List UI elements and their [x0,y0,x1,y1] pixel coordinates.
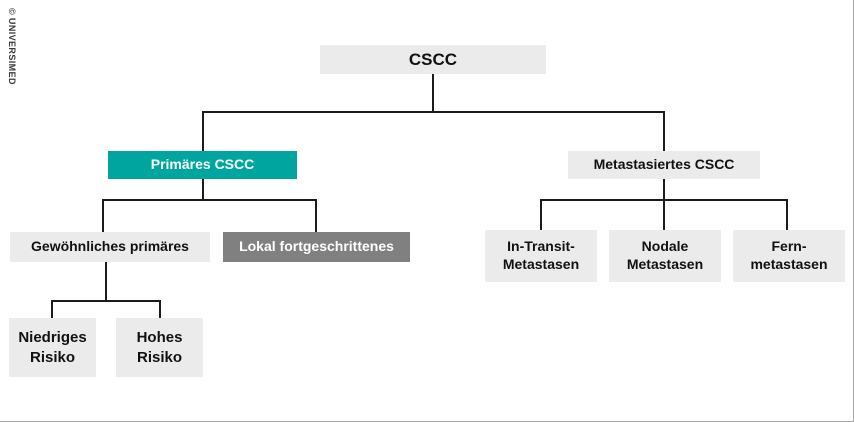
node-niedriges-risiko[interactable]: Niedriges Risiko [9,318,96,377]
node-cscc[interactable]: CSCC [320,45,546,74]
connector-metastasiertes-stem [663,178,665,200]
node-cscc-label: CSCC [408,49,458,69]
connector-to-niedriges-risiko [51,300,53,319]
connector-primaeres-bus [102,199,317,201]
connector-to-fern [786,199,788,232]
connector-to-gewoehnliches [102,199,104,232]
node-nodale-metastasen-line2: Metastasen [626,256,704,272]
node-primaeres-cscc[interactable]: Primäres CSCC [108,151,297,179]
connector-to-hohes-risiko [159,300,161,319]
node-lokal-fortgeschrittenes-label: Lokal fortgeschrittenes [239,238,394,255]
connector-to-nodale [663,199,665,232]
node-in-transit-metastasen-line1: In-Transit- [507,238,575,255]
node-gewoehnliches-primaeres[interactable]: Gewöhnliches primäres [10,232,210,262]
node-in-transit-metastasen[interactable]: In-Transit- Metastasen [485,230,597,282]
connector-cscc-stem [432,74,434,113]
connector-to-primaeres [202,111,204,152]
node-in-transit-metastasen-line2: Metastasen [502,256,580,272]
node-niedriges-risiko-line1: Niedriges [18,329,87,347]
node-hohes-risiko-line2: Risiko [136,348,182,366]
connector-primaeres-stem [202,178,204,200]
node-gewoehnliches-primaeres-label: Gewöhnliches primäres [31,238,189,255]
connector-risk-bus [51,300,161,302]
connector-to-lokal [315,199,317,232]
node-nodale-metastasen-line1: Nodale [641,238,689,255]
node-fern-metastasen[interactable]: Fern- metastasen [733,230,845,282]
node-niedriges-risiko-line2: Risiko [29,348,75,366]
connector-to-metastasiertes [663,111,665,152]
node-fern-metastasen-line2: metastasen [750,256,828,272]
node-primaeres-cscc-label: Primäres CSCC [150,156,255,173]
copyright-credit: © UNIVERSIMED [7,8,17,85]
node-hohes-risiko[interactable]: Hohes Risiko [116,318,203,377]
node-metastasiertes-cscc-label: Metastasiertes CSCC [593,156,735,173]
connector-to-in-transit [540,199,542,232]
node-hohes-risiko-line1: Hohes [136,329,183,347]
node-lokal-fortgeschrittenes[interactable]: Lokal fortgeschrittenes [223,232,410,262]
connector-gewoehnliches-stem [105,262,107,301]
node-fern-metastasen-line1: Fern- [771,238,807,255]
connector-level1-bus [202,111,665,113]
node-metastasiertes-cscc[interactable]: Metastasiertes CSCC [568,151,760,179]
node-nodale-metastasen[interactable]: Nodale Metastasen [609,230,721,282]
